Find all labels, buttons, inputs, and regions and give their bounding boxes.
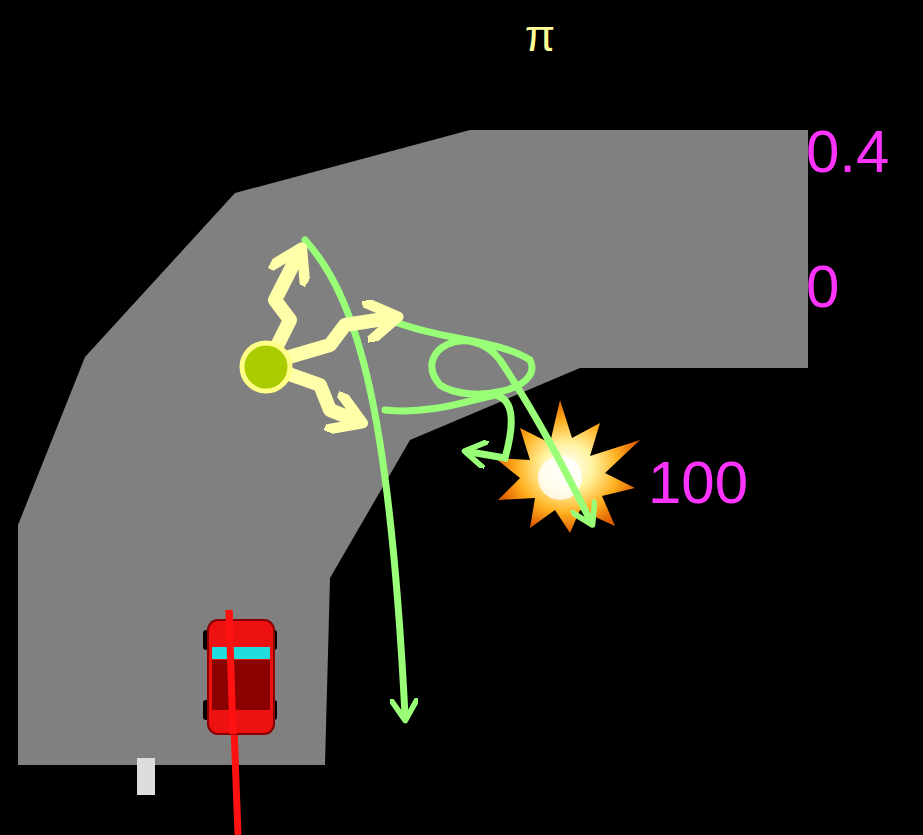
policy-arrows — [270, 255, 390, 420]
explosion — [495, 400, 640, 533]
policy-symbol: π — [525, 14, 555, 58]
reward-value: 0 — [806, 257, 839, 317]
trajectory — [385, 395, 511, 458]
road — [18, 130, 808, 765]
car — [203, 610, 277, 734]
reward-value: 0.4 — [806, 122, 889, 182]
trajectory — [390, 320, 590, 520]
agent-state — [242, 343, 290, 391]
reward-value: 100 — [648, 453, 748, 513]
marker-post — [137, 758, 155, 795]
